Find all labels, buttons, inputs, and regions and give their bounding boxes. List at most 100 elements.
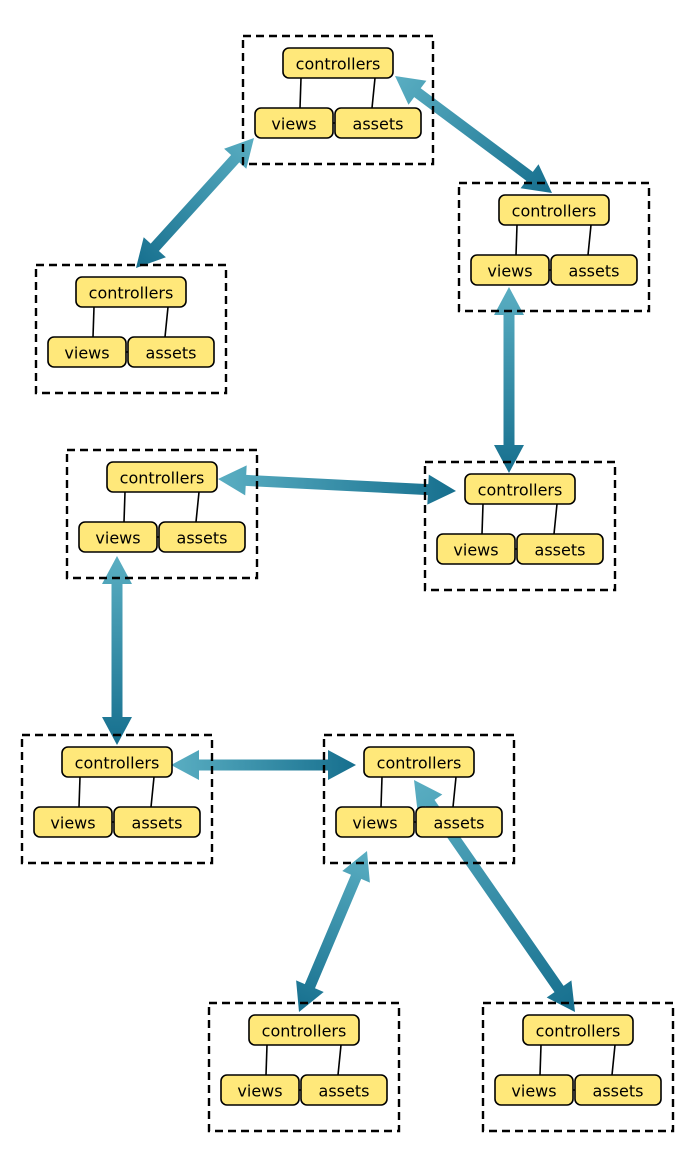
controllers-node: controllers bbox=[248, 1014, 360, 1046]
controllers-node: controllers bbox=[464, 473, 576, 505]
module-m6: controllers views assets bbox=[20, 733, 214, 865]
module-boundary bbox=[20, 733, 214, 865]
controllers-node-box bbox=[522, 1014, 634, 1046]
edge-controller-assets bbox=[164, 306, 169, 338]
edge-controller-views bbox=[78, 776, 81, 808]
controllers-node-label: controllers bbox=[296, 55, 381, 74]
controllers-node-box bbox=[106, 461, 218, 493]
assets-node: assets bbox=[300, 1074, 388, 1106]
assets-node: assets bbox=[113, 806, 201, 838]
module-boundary bbox=[481, 1001, 675, 1133]
controllers-node-label: controllers bbox=[512, 202, 597, 221]
edge-controller-assets bbox=[587, 224, 592, 256]
assets-node-box bbox=[334, 107, 422, 139]
edge-controller-assets bbox=[553, 503, 558, 535]
controllers-node: controllers bbox=[363, 746, 475, 778]
assets-node-label: assets bbox=[535, 541, 586, 560]
assets-node-label: assets bbox=[593, 1082, 644, 1101]
assets-node-label: assets bbox=[353, 115, 404, 134]
views-node-label: views bbox=[453, 541, 498, 560]
edge-controller-views bbox=[92, 306, 95, 338]
edge-controller-views bbox=[539, 1044, 542, 1076]
views-node: views bbox=[33, 806, 113, 838]
controllers-node-label: controllers bbox=[478, 481, 563, 500]
controllers-node-label: controllers bbox=[89, 284, 174, 303]
assets-node: assets bbox=[158, 521, 246, 553]
module-m2: controllers views assets bbox=[457, 181, 651, 313]
views-node-label: views bbox=[64, 344, 109, 363]
edge-controller-views bbox=[515, 224, 518, 256]
assets-node-box bbox=[516, 533, 604, 565]
connection-arrow-m4-m5 bbox=[218, 465, 456, 505]
controllers-node: controllers bbox=[75, 276, 187, 308]
controllers-node-box bbox=[363, 746, 475, 778]
views-node-box bbox=[254, 107, 334, 139]
controllers-node: controllers bbox=[498, 194, 610, 226]
assets-node: assets bbox=[127, 336, 215, 368]
edge-controller-assets bbox=[150, 776, 155, 808]
views-node: views bbox=[494, 1074, 574, 1106]
assets-node-box bbox=[113, 806, 201, 838]
module-boundary bbox=[65, 448, 259, 580]
connection-arrow-m6-m7 bbox=[171, 750, 356, 780]
module-m3: controllers views assets bbox=[34, 263, 228, 395]
views-node-box bbox=[78, 521, 158, 553]
module-m4: controllers views assets bbox=[423, 460, 617, 592]
edge-controller-assets bbox=[371, 77, 376, 109]
controllers-node: controllers bbox=[522, 1014, 634, 1046]
controllers-node-box bbox=[75, 276, 187, 308]
controllers-node-box bbox=[464, 473, 576, 505]
controllers-node-box bbox=[282, 47, 394, 79]
assets-node-box bbox=[300, 1074, 388, 1106]
assets-node-label: assets bbox=[146, 344, 197, 363]
views-node-box bbox=[220, 1074, 300, 1106]
edge-controller-assets bbox=[611, 1044, 616, 1076]
assets-node-label: assets bbox=[132, 814, 183, 833]
controllers-node: controllers bbox=[106, 461, 218, 493]
assets-node-box bbox=[127, 336, 215, 368]
connection-arrow-m7-m10 bbox=[414, 780, 575, 1012]
edge-controller-views bbox=[123, 491, 126, 523]
assets-node: assets bbox=[516, 533, 604, 565]
views-node-label: views bbox=[511, 1082, 556, 1101]
controllers-node: controllers bbox=[282, 47, 394, 79]
views-node-box bbox=[436, 533, 516, 565]
edge-controller-views bbox=[265, 1044, 268, 1076]
connection-arrow-m1-m3 bbox=[136, 138, 254, 268]
controllers-node-label: controllers bbox=[120, 469, 205, 488]
edge-controller-views bbox=[299, 77, 302, 109]
connection-arrow-m1-m2 bbox=[395, 76, 552, 193]
assets-node-box bbox=[550, 254, 638, 286]
module-boundary bbox=[34, 263, 228, 395]
assets-node-box bbox=[415, 806, 503, 838]
module-boundary bbox=[241, 34, 435, 166]
assets-node-box bbox=[158, 521, 246, 553]
controllers-node-box bbox=[248, 1014, 360, 1046]
controllers-node-label: controllers bbox=[75, 754, 160, 773]
assets-node-label: assets bbox=[569, 262, 620, 281]
module-boundary bbox=[423, 460, 617, 592]
views-node: views bbox=[254, 107, 334, 139]
connection-arrow-m4-m6 bbox=[102, 556, 132, 745]
assets-node-label: assets bbox=[434, 814, 485, 833]
controllers-node-box bbox=[61, 746, 173, 778]
views-node: views bbox=[335, 806, 415, 838]
assets-node: assets bbox=[334, 107, 422, 139]
views-node-box bbox=[335, 806, 415, 838]
assets-node: assets bbox=[415, 806, 503, 838]
module-m10: controllers views assets bbox=[481, 1001, 675, 1133]
views-node-box bbox=[470, 254, 550, 286]
views-node: views bbox=[436, 533, 516, 565]
views-node-label: views bbox=[352, 814, 397, 833]
views-node-label: views bbox=[487, 262, 532, 281]
views-node-box bbox=[47, 336, 127, 368]
edge-controller-assets bbox=[452, 776, 457, 808]
controllers-node: controllers bbox=[61, 746, 173, 778]
views-node-label: views bbox=[271, 115, 316, 134]
assets-node-label: assets bbox=[319, 1082, 370, 1101]
assets-node: assets bbox=[574, 1074, 662, 1106]
assets-node-box bbox=[574, 1074, 662, 1106]
